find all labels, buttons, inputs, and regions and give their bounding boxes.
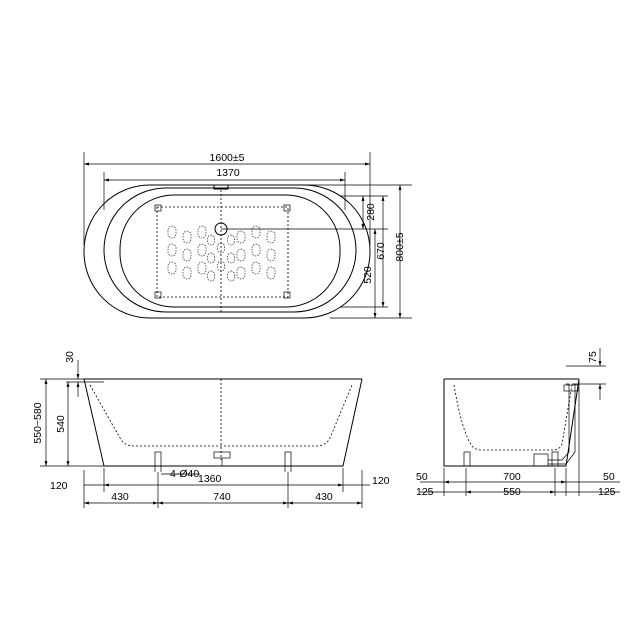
right-inset-top-label: 50 (603, 471, 615, 483)
slot (236, 230, 246, 244)
side-view-dimensions: 30 550~580 540 4-Ø40 1360 120 120 430 74… (32, 351, 390, 508)
slot (266, 248, 276, 262)
slot (217, 260, 225, 272)
feet-label: 4-Ø40 (170, 468, 199, 480)
inner-rim (103, 187, 357, 313)
drain-offset-label: 280 (365, 203, 377, 221)
left-inset-top-label: 50 (416, 471, 428, 483)
foot-icon (551, 451, 559, 467)
end-view (443, 378, 580, 467)
slot (197, 261, 207, 275)
inner-height-label: 540 (55, 415, 67, 433)
basin-outline (119, 194, 341, 308)
slot (266, 266, 276, 280)
slot (251, 225, 261, 239)
left-inset-bottom-label: 125 (416, 486, 434, 498)
slot (197, 243, 207, 257)
slot (251, 261, 261, 275)
mat-corner (154, 204, 162, 212)
slot (207, 270, 215, 282)
right-inset-bottom-label: 125 (598, 486, 616, 498)
slot (251, 243, 261, 257)
slot (227, 234, 235, 246)
mat-corner (154, 291, 162, 299)
right-overhang-label: 120 (372, 475, 390, 487)
slot-pattern (167, 225, 276, 282)
left-overhang-label: 120 (50, 480, 68, 492)
slot (182, 248, 192, 262)
total-height-label: 550~580 (32, 402, 44, 443)
right-foot-span-label: 430 (315, 491, 333, 503)
rim-height-label: 30 (64, 351, 76, 363)
mat-corner (283, 204, 291, 212)
slot (227, 252, 235, 264)
bottom-span-label: 550 (503, 486, 521, 498)
side-view (83, 378, 363, 472)
slot (207, 252, 215, 264)
end-view-dimensions: 75 50 700 50 125 550 125 (416, 348, 620, 498)
overflow-icon (213, 184, 229, 190)
drain-icon (213, 451, 231, 459)
slot (167, 225, 177, 239)
top-view (83, 184, 371, 319)
top-view-dimensions: 1600±5 1370 280 670 800±5 520 (83, 152, 412, 319)
foot-icon (284, 451, 292, 467)
slot (167, 261, 177, 275)
base-length-label: 1360 (198, 473, 222, 485)
slot (197, 225, 207, 239)
top-span-label: 700 (503, 471, 521, 483)
foot-icon (154, 451, 162, 467)
center-span-label: 740 (213, 491, 231, 503)
slot (236, 248, 246, 262)
basin-width-label: 520 (362, 266, 374, 284)
overall-length-label: 1600±5 (210, 152, 245, 164)
inner-width-label: 670 (375, 242, 387, 260)
slot (217, 242, 225, 254)
slot (266, 230, 276, 244)
inner-length-label: 1370 (216, 167, 240, 179)
left-foot-span-label: 430 (111, 491, 129, 503)
slot (167, 243, 177, 257)
drain-icon (533, 453, 549, 467)
overflow-icon (563, 384, 579, 392)
slot (236, 266, 246, 280)
non-slip-mat (156, 206, 289, 298)
slot (227, 270, 235, 282)
slot (182, 230, 192, 244)
foot-icon (463, 451, 471, 467)
mat-corner (283, 291, 291, 299)
slot (207, 234, 215, 246)
slot (182, 266, 192, 280)
overall-width-label: 800±5 (394, 232, 406, 261)
overflow-height-label: 75 (587, 351, 599, 363)
